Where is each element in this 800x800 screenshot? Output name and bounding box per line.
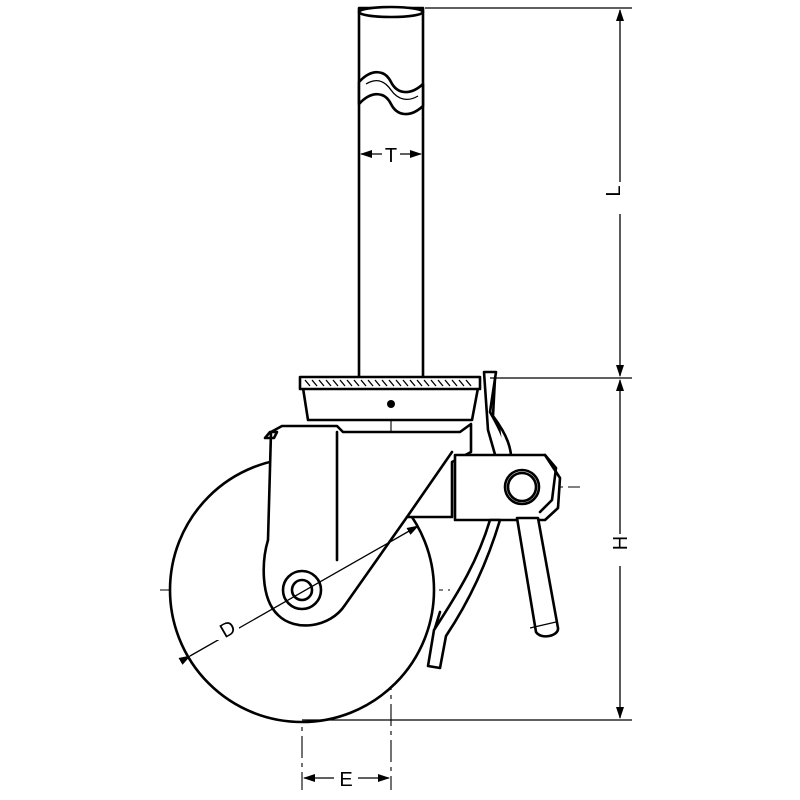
dimension-l-h: L H (302, 7, 632, 721)
dimension-d: D (178, 525, 419, 665)
label-h: H (610, 536, 632, 550)
brake-assembly (426, 370, 562, 670)
dimension-e: E (303, 769, 390, 791)
label-l: L (603, 185, 625, 196)
label-t: T (385, 145, 397, 167)
swivel-head (298, 375, 482, 422)
stem-tube (357, 5, 425, 380)
label-e: E (339, 769, 352, 791)
dimension-t: T (360, 145, 422, 167)
